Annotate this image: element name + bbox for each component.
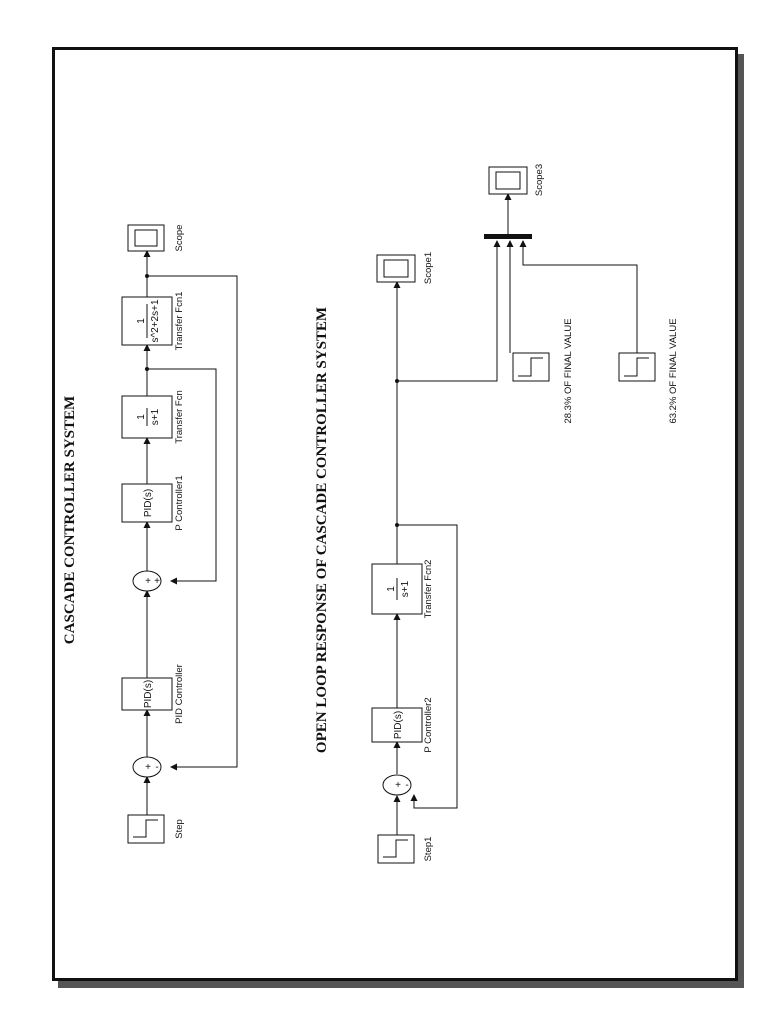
step1-block[interactable] xyxy=(377,834,415,864)
svg-text:-: - xyxy=(155,762,158,773)
const-63-label: 63.2% OF FINAL VALUE xyxy=(668,318,679,423)
diagram-frame xyxy=(52,47,738,981)
transfer-fcn-num: 1 xyxy=(136,414,147,420)
sum-block-1[interactable]: + - xyxy=(132,756,162,778)
scope3-label: Scope3 xyxy=(534,164,545,196)
mux-block[interactable] xyxy=(484,234,532,239)
svg-text:+: + xyxy=(154,576,160,587)
scope-block[interactable] xyxy=(127,224,165,252)
p-controller2-block[interactable]: PID(s) xyxy=(371,707,423,743)
open-loop-title: OPEN LOOP RESPONSE OF CASCADE CONTROLLER… xyxy=(314,307,330,753)
pid-controller-block[interactable]: PID(s) xyxy=(121,677,173,711)
transfer-fcn-label: Transfer Fcn xyxy=(174,390,185,444)
sum-block-2[interactable]: + + xyxy=(132,570,162,592)
transfer-fcn1-den: s^2+2s+1 xyxy=(150,299,161,342)
transfer-fcn2-label: Transfer Fcn2 xyxy=(423,560,434,619)
cascade-title: CASCADE CONTROLLER SYSTEM xyxy=(62,396,78,644)
transfer-fcn-den: s+1 xyxy=(150,408,161,425)
step-label: Step xyxy=(174,819,185,839)
sum-block-3[interactable]: + - xyxy=(382,774,412,796)
p-controller1-text: PID(s) xyxy=(143,489,154,517)
scope-label: Scope xyxy=(174,225,185,252)
p-controller1-label: P Controller1 xyxy=(174,475,185,530)
transfer-fcn2-den: s+1 xyxy=(400,580,411,597)
transfer-fcn-block[interactable]: 1 s+1 xyxy=(121,395,173,439)
svg-text:+: + xyxy=(145,576,151,587)
step1-label: Step1 xyxy=(423,837,434,862)
scope1-block[interactable] xyxy=(376,254,416,283)
const-28-label: 28.3% OF FINAL VALUE xyxy=(563,318,574,423)
cascade-diagram: Step + - PID(s) PID Controller + + PID(s… xyxy=(121,224,238,844)
scope3-block[interactable] xyxy=(488,166,528,195)
pid-controller-label: PID Controller xyxy=(174,664,185,724)
transfer-fcn1-num: 1 xyxy=(136,318,147,324)
p-controller1-block[interactable]: PID(s) xyxy=(121,483,173,523)
open-loop-diagram: Step1 + - PID(s) P Controller2 1 s+1 Tra… xyxy=(371,164,679,864)
const-28-block[interactable] xyxy=(512,352,550,382)
p-controller2-text: PID(s) xyxy=(393,711,404,739)
pid-controller-text: PID(s) xyxy=(143,680,154,708)
svg-text:-: - xyxy=(405,780,408,791)
transfer-fcn2-num: 1 xyxy=(386,586,397,592)
transfer-fcn1-label: Transfer Fcn1 xyxy=(174,292,185,351)
step-block[interactable] xyxy=(127,814,165,844)
svg-text:+: + xyxy=(395,780,401,791)
svg-text:+: + xyxy=(145,762,151,773)
scope1-label: Scope1 xyxy=(423,252,434,284)
transfer-fcn2-block[interactable]: 1 s+1 xyxy=(371,563,423,615)
p-controller2-label: P Controller2 xyxy=(423,697,434,752)
const-63-block[interactable] xyxy=(618,352,656,382)
transfer-fcn1-block[interactable]: 1 s^2+2s+1 xyxy=(121,296,173,346)
